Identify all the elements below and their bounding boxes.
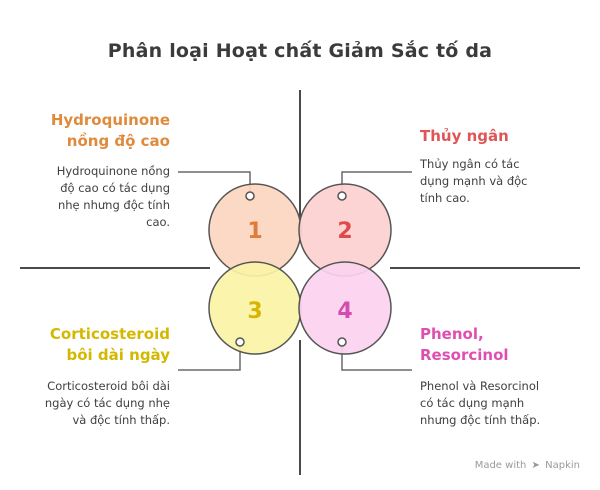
circle-1-number: 1 xyxy=(247,219,262,244)
quadrant-2-description: Thủy ngân có tác dụng mạnh và độc tính c… xyxy=(420,156,590,207)
made-with-napkin-footer: Made with ➤ Napkin xyxy=(475,460,580,471)
quadrant-2-desc-line: tính cao. xyxy=(420,191,470,205)
circle-4-number: 4 xyxy=(337,299,352,324)
quadrant-3-title-line: bôi dài ngày xyxy=(66,346,170,364)
connector-dot-3 xyxy=(235,337,245,347)
footer-prefix: Made with xyxy=(474,460,527,471)
quadrant-1-description: Hydroquinone nồng độ cao có tác dụng nhẹ… xyxy=(20,163,170,231)
quadrant-1-desc-line: Hydroquinone nồng xyxy=(56,164,170,178)
connector-dot-2 xyxy=(337,191,347,201)
quadrant-1-title-line: nồng độ cao xyxy=(66,132,170,150)
quadrant-4-title: Phenol, Resorcinol xyxy=(420,324,590,366)
quadrant-1-desc-line: nhẹ nhưng độc tính xyxy=(57,198,170,212)
quadrant-2-title: Thủy ngân xyxy=(420,126,590,147)
circle-4 xyxy=(298,261,392,355)
quadrant-3-desc-line: ngày có tác dụng nhẹ xyxy=(44,396,170,410)
quadrant-1-title: Hydroquinone nồng độ cao xyxy=(20,110,170,152)
circle-2-number: 2 xyxy=(337,219,352,244)
quadrant-1-title-line: Hydroquinone xyxy=(50,111,170,129)
page-title: Phân loại Hoạt chất Giảm Sắc tố da xyxy=(107,40,493,62)
quadrant-4-desc-line: có tác dụng mạnh xyxy=(420,396,525,410)
quadrant-4-title-line: Resorcinol xyxy=(420,346,509,364)
quadrant-3-desc-line: Corticosteroid bôi dài xyxy=(47,379,170,393)
quadrant-4-desc-line: nhưng độc tính thấp. xyxy=(420,413,541,427)
quadrant-3-title: Corticosteroid bôi dài ngày xyxy=(20,324,170,366)
quadrant-3-title-line: Corticosteroid xyxy=(49,325,170,343)
napkin-logo-icon: ➤ xyxy=(531,460,540,471)
connector-dot-1 xyxy=(245,191,255,201)
quadrant-1-desc-line: độ cao có tác dụng xyxy=(60,181,170,195)
connector-3 xyxy=(178,345,241,371)
quadrant-4-description: Phenol và Resorcinol có tác dụng mạnh nh… xyxy=(420,378,590,429)
quadrant-4-title-line: Phenol, xyxy=(420,325,484,343)
horizontal-divider-left xyxy=(20,267,210,269)
vertical-divider-top xyxy=(299,90,301,225)
footer-brand: Napkin xyxy=(545,460,580,471)
circle-3-number: 3 xyxy=(247,299,262,324)
quadrant-2-desc-line: dụng mạnh và độc xyxy=(420,174,528,188)
quadrant-3-desc-line: và độc tính thấp. xyxy=(72,413,170,427)
quadrant-1-desc-line: cao. xyxy=(146,215,170,229)
horizontal-divider-right xyxy=(390,267,580,269)
connector-dot-4 xyxy=(337,337,347,347)
quadrant-3-description: Corticosteroid bôi dài ngày có tác dụng … xyxy=(20,378,170,429)
vertical-divider-bottom xyxy=(299,340,301,475)
quadrant-2-title-line: Thủy ngân xyxy=(420,127,509,145)
quadrant-4-desc-line: Phenol và Resorcinol xyxy=(420,379,540,393)
quadrant-2-desc-line: Thủy ngân có tác xyxy=(420,157,520,171)
